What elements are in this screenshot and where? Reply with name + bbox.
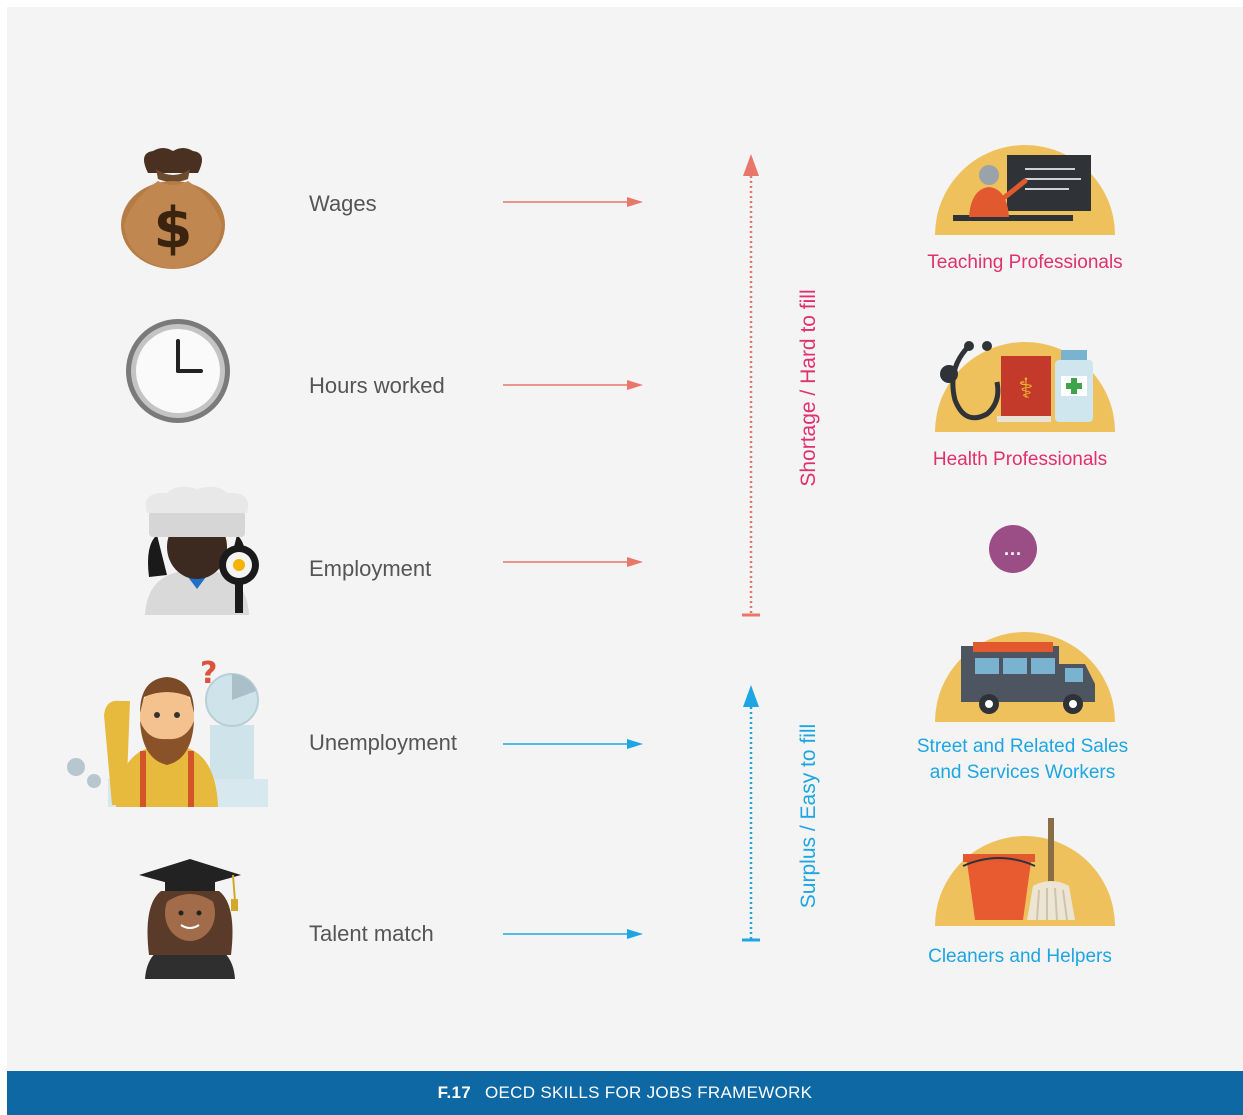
arrow-wages: [503, 197, 643, 207]
svg-text:?: ?: [200, 656, 217, 691]
arrow-hours-worked: [503, 380, 643, 390]
occupation-label-street-sales: Street and Related Sales and Services Wo…: [880, 734, 1165, 786]
confused-man-icon: ?: [67, 656, 268, 807]
more-occupations-badge: ...: [989, 525, 1037, 573]
svg-text:⚕: ⚕: [1018, 372, 1033, 405]
occupation-label-teaching: Teaching Professionals: [927, 252, 1123, 273]
svg-text:$: $: [154, 196, 193, 261]
arrow-employment: [503, 557, 643, 567]
bucket-mop-icon: [935, 818, 1115, 926]
occupation-label-health: Health Professionals: [932, 449, 1108, 470]
money-bag-icon: $: [121, 148, 225, 269]
teacher-blackboard-icon: [935, 145, 1115, 235]
graduate-icon: [139, 859, 241, 979]
occupation-label-street-sales-line2: and Services Workers: [929, 762, 1116, 783]
indicator-label-unemployment: Unemployment: [309, 730, 457, 755]
surplus-vertical-arrow: [742, 685, 760, 942]
shortage-label: Shortage / Hard to fill: [797, 289, 820, 487]
occupation-label-street-sales-line1: Street and Related Sales: [916, 736, 1129, 757]
figure-title: OECD SKILLS FOR JOBS FRAMEWORK: [485, 1083, 813, 1102]
arrow-talent-match: [503, 929, 643, 939]
indicator-label-hours-worked: Hours worked: [309, 373, 445, 398]
medical-stethoscope-icon: ⚕: [935, 341, 1115, 432]
figure-caption-bar: F.17 OECD SKILLS FOR JOBS FRAMEWORK: [7, 1071, 1243, 1115]
arrow-unemployment: [503, 739, 643, 749]
indicator-label-employment: Employment: [309, 556, 432, 581]
indicator-label-talent-match: Talent match: [309, 921, 434, 946]
indicator-label-wages: Wages: [309, 191, 377, 216]
figure-number: F.17: [437, 1083, 471, 1102]
occupation-label-cleaners: Cleaners and Helpers: [928, 946, 1112, 967]
clock-icon: [126, 319, 230, 423]
food-truck-icon: [935, 632, 1115, 722]
surplus-label: Surplus / Easy to fill: [797, 723, 820, 909]
chef-icon: [145, 486, 259, 615]
shortage-vertical-arrow: [742, 154, 760, 617]
